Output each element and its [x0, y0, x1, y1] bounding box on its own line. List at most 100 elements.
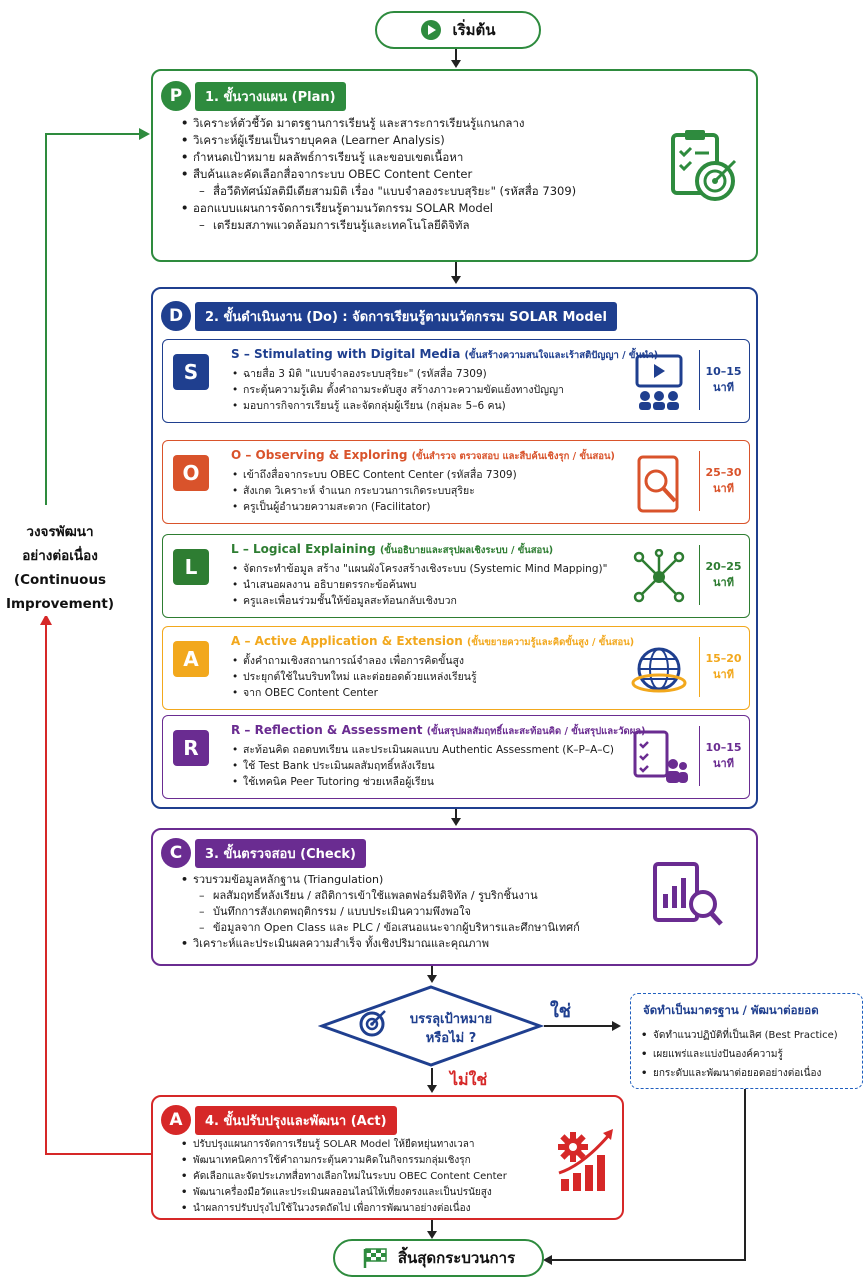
list-item: ใช้เทคนิค Peer Tutoring ช่วยเหลือผู้เรีย…	[231, 774, 614, 790]
stage-title-en: O – Observing & Exploring	[231, 448, 408, 462]
start-label: เริ่มต้น	[452, 21, 496, 39]
list-item: พัฒนาเทคนิคการใช้คำถามกระตุ้นความคิดในกิ…	[179, 1153, 507, 1169]
stage-time-range: 25–30	[705, 466, 742, 479]
yes-label: ใช่	[550, 1001, 572, 1022]
list-item: ยกระดับและพัฒนาต่อยอดอย่างต่อเนื่อง	[639, 1064, 838, 1083]
target-icon	[359, 1010, 386, 1037]
act-list: ปรับปรุงแผนการจัดการเรียนรู้ SOLAR Model…	[179, 1137, 507, 1217]
stage-title: O – Observing & Exploring (ขั้นสำรวจ ตรว…	[231, 448, 615, 464]
decision-text: บรรลุเป้าหมาย หรือไม่ ?	[396, 1010, 506, 1048]
list-item: วิเคราะห์และประเมินผลความสำเร็จ ทั้งเชิง…	[179, 936, 580, 952]
loop-label: วงจรพัฒนา อย่างต่อเนื่อง (Continuous Imp…	[2, 520, 118, 616]
stage-time-range: 10–15	[705, 741, 742, 754]
stage-title: A – Active Application & Extension (ขั้น…	[231, 634, 634, 650]
plan-letter: P	[161, 81, 191, 111]
end-node: สิ้นสุดกระบวนการ	[333, 1239, 544, 1277]
gear-growth-icon	[558, 1129, 613, 1191]
network-icon	[633, 549, 685, 603]
loop-green-line	[45, 133, 47, 505]
list-item: สังเกต วิเคราะห์ จำแนก กระบวนการเกิดระบบ…	[231, 483, 517, 499]
report-magnifier-icon	[653, 862, 723, 926]
stage-subtitle: (ขั้นขยายความรู้และคิดขั้นสูง / ขั้นสอน)	[466, 637, 635, 648]
list-item: สื่อวีดิทัศน์มัลติมีเดียสามมิติ เรื่อง "…	[179, 183, 576, 200]
stage-items: เข้าถึงสื่อจากระบบ OBEC Content Center (…	[231, 467, 517, 515]
list-item: นำผลการปรับปรุงไปใช้ในวงรดถัดไป เพื่อการ…	[179, 1201, 507, 1217]
check-title: 3. ขั้นตรวจสอบ (Check)	[195, 838, 366, 868]
list-item: จัดทำแนวปฏิบัติที่เป็นเลิศ (Best Practic…	[639, 1026, 838, 1045]
decision-line1: บรรลุเป้าหมาย	[409, 1012, 493, 1027]
stage-items: จัดกระทำข้อมูล สร้าง "แผนผังโครงสร้างเชิ…	[231, 561, 607, 609]
loop-line3: (Continuous	[13, 572, 107, 588]
standard-list: จัดทำแนวปฏิบัติที่เป็นเลิศ (Best Practic…	[639, 1026, 838, 1083]
stage-title: S – Stimulating with Digital Media (ขั้น…	[231, 347, 658, 363]
check-letter: C	[161, 838, 191, 868]
check-header: C 3. ขั้นตรวจสอบ (Check)	[161, 838, 366, 868]
plan-title: 1. ขั้นวางแผน (Plan)	[195, 81, 346, 111]
stage-subtitle: (ขั้นสรุปผลสัมฤทธิ์และสะท้อนคิด / ขั้นสร…	[426, 726, 646, 737]
stage-title-en: L – Logical Explaining	[231, 542, 376, 556]
stage-letter: O	[173, 455, 209, 491]
decision-line2: หรือไม่ ?	[425, 1031, 477, 1046]
do-title: 2. ขั้นดำเนินงาน (Do) : จัดการเรียนรู้ตา…	[195, 301, 617, 331]
list-item: ใช้ Test Bank ประเมินผลสัมฤทธิ์หลังเรียน	[231, 758, 614, 774]
stage-subtitle: (ขั้นสร้างความสนใจและเร้าสติปัญญา / ขั้น…	[464, 350, 659, 361]
stage-time-unit: นาที	[713, 381, 734, 394]
stage-time-range: 15–20	[705, 652, 742, 665]
stage-time-range: 20–25	[705, 560, 742, 573]
list-item: สะท้อนคิด ถอดบทเรียน และประเมินผลแบบ Aut…	[231, 742, 614, 758]
do-letter: D	[161, 301, 191, 331]
list-item: ครูเป็นผู้อำนวยความสะดวก (Facilitator)	[231, 499, 517, 515]
stage-subtitle: (ขั้นสำรวจ ตรวจสอบ และสืบค้นเชิงรุก / ขั…	[411, 451, 615, 462]
stage-subtitle: (ขั้นอธิบายและสรุปผลเชิงระบบ / ขั้นสอน)	[379, 545, 554, 556]
plan-header: P 1. ขั้นวางแผน (Plan)	[161, 81, 346, 111]
list-item: วิเคราะห์ตัวชี้วัด มาตรฐานการเรียนรู้ แล…	[179, 115, 576, 132]
stage-time-unit: นาที	[713, 668, 734, 681]
list-item: นำเสนอผลงาน อธิบายตรรกะข้อค้นพบ	[231, 577, 607, 593]
stage-items: สะท้อนคิด ถอดบทเรียน และประเมินผลแบบ Aut…	[231, 742, 614, 790]
list-item: รวบรวมข้อมูลหลักฐาน (Triangulation)	[179, 872, 580, 888]
loop-line4: Improvement)	[5, 596, 115, 612]
stage-time-unit: นาที	[713, 757, 734, 770]
stage-letter: L	[173, 549, 209, 585]
list-item: ผลสัมฤทธิ์หลังเรียน / สถิติการเข้าใช้แพล…	[179, 888, 580, 904]
stage-title: R – Reflection & Assessment (ขั้นสรุปผลส…	[231, 723, 645, 739]
stage-o: O O – Observing & Exploring (ขั้นสำรวจ ตร…	[162, 440, 750, 524]
list-item: พัฒนาเครื่องมือวัดและประเมินผลออนไลน์ให้…	[179, 1185, 507, 1201]
stage-time: 10–15 นาที	[699, 726, 747, 786]
stage-time-range: 10–15	[705, 365, 742, 378]
list-item: ตั้งคำถามเชิงสถานการณ์จำลอง เพื่อการคิดข…	[231, 653, 477, 669]
stage-time-unit: นาที	[713, 482, 734, 495]
list-item: บันทึกการสังเกตพฤติกรรม / แบบประเมินความ…	[179, 904, 580, 920]
clipboard-target-icon	[671, 130, 737, 201]
act-letter: A	[161, 1105, 191, 1135]
list-item: กำหนดเป้าหมาย ผลลัพธ์การเรียนรู้ และขอบเ…	[179, 149, 576, 166]
stage-time: 25–30 นาที	[699, 451, 747, 511]
checkered-flag-icon	[363, 1248, 387, 1268]
list-item: จาก OBEC Content Center	[231, 685, 477, 701]
standard-title: จัดทำเป็นมาตรฐาน / พัฒนาต่อยอด	[643, 1003, 819, 1017]
act-box: A 4. ขั้นปรับปรุงและพัฒนา (Act) ปรับปรุง…	[151, 1095, 624, 1220]
list-item: มอบการกิจการเรียนรู้ และจัดกลุ่มผู้เรียน…	[231, 398, 564, 414]
stage-time: 10–15 นาที	[699, 350, 747, 410]
stage-title-en: R – Reflection & Assessment	[231, 723, 423, 737]
list-item: คัดเลือกและจัดประเภทสื่อทางเลือกใหม่ในระ…	[179, 1169, 507, 1185]
check-list: รวบรวมข้อมูลหลักฐาน (Triangulation)ผลสัม…	[179, 872, 580, 952]
stage-time-unit: นาที	[713, 576, 734, 589]
decision-diamond	[318, 985, 544, 1067]
list-item: เข้าถึงสื่อจากระบบ OBEC Content Center (…	[231, 467, 517, 483]
plan-list: วิเคราะห์ตัวชี้วัด มาตรฐานการเรียนรู้ แล…	[179, 115, 576, 234]
tablet-search-icon	[637, 455, 679, 513]
stage-time: 15–20 นาที	[699, 637, 747, 697]
list-item: เตรียมสภาพแวดล้อมการเรียนรู้และเทคโนโลยี…	[179, 217, 576, 234]
no-label: ไม่ใช่	[450, 1070, 488, 1089]
list-item: วิเคราะห์ผู้เรียนเป็นรายบุคคล (Learner A…	[179, 132, 576, 149]
list-item: กระตุ้นความรู้เดิม ตั้งคำถามระดับสูง สร้…	[231, 382, 564, 398]
list-item: ออกแบบแผนการจัดการเรียนรู้ตามนวัตกรรม SO…	[179, 200, 576, 217]
stage-items: ตั้งคำถามเชิงสถานการณ์จำลอง เพื่อการคิดข…	[231, 653, 477, 701]
globe-icon	[631, 647, 687, 693]
do-header: D 2. ขั้นดำเนินงาน (Do) : จัดการเรียนรู้…	[161, 301, 617, 331]
stage-title-en: S – Stimulating with Digital Media	[231, 347, 461, 361]
stage-items: ฉายสื่อ 3 มิติ "แบบจำลองระบบสุริยะ" (รหั…	[231, 366, 564, 414]
stage-time: 20–25 นาที	[699, 545, 747, 605]
